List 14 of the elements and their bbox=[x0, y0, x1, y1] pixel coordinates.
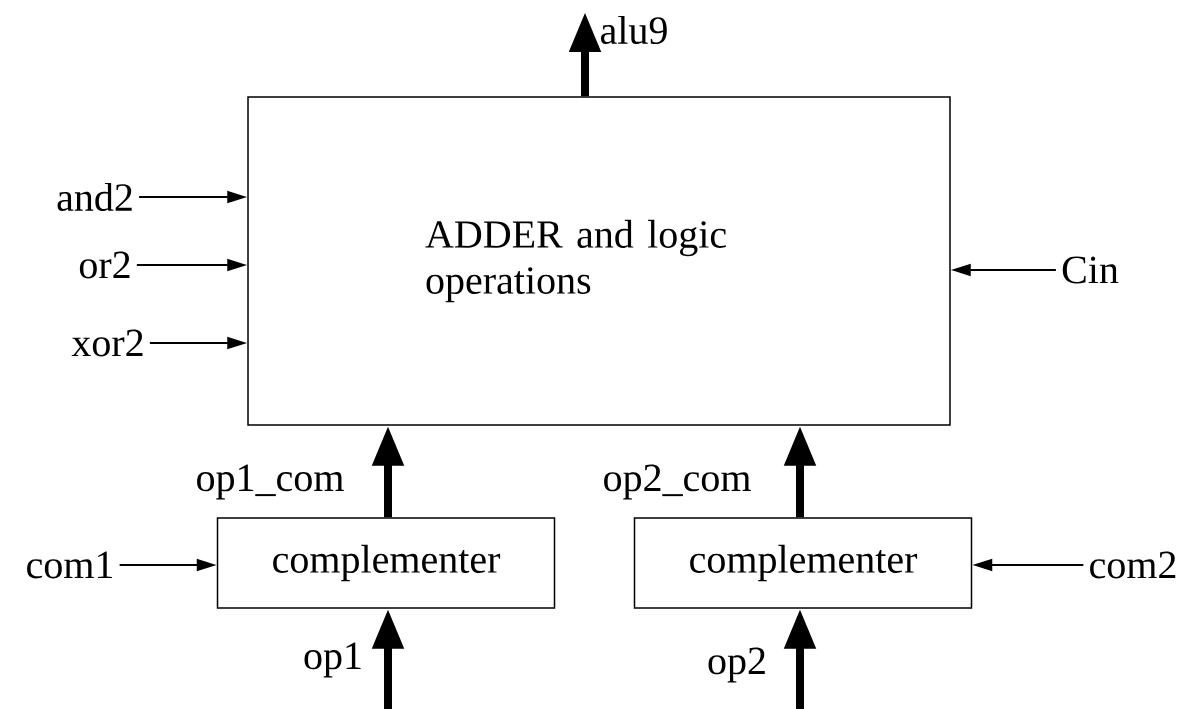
signal-label: op1 bbox=[304, 642, 361, 678]
signal-label: com1 bbox=[27, 551, 113, 579]
process-box: ADDER and logic operations bbox=[247, 96, 951, 426]
signal-label: op2_com bbox=[604, 464, 751, 500]
signal-label: op1_com bbox=[197, 464, 344, 500]
signal-label: Cin bbox=[1062, 256, 1119, 284]
signal-label: and2 bbox=[57, 182, 132, 212]
signal-label: or2 bbox=[79, 251, 130, 279]
signal-label: alu9 bbox=[601, 15, 667, 45]
process-box: complementer bbox=[633, 517, 973, 609]
signal-label: xor2 bbox=[71, 329, 143, 357]
process-box: complementer bbox=[216, 517, 556, 609]
signal-label: op2 bbox=[708, 647, 765, 683]
signal-label: com2 bbox=[1090, 551, 1176, 579]
